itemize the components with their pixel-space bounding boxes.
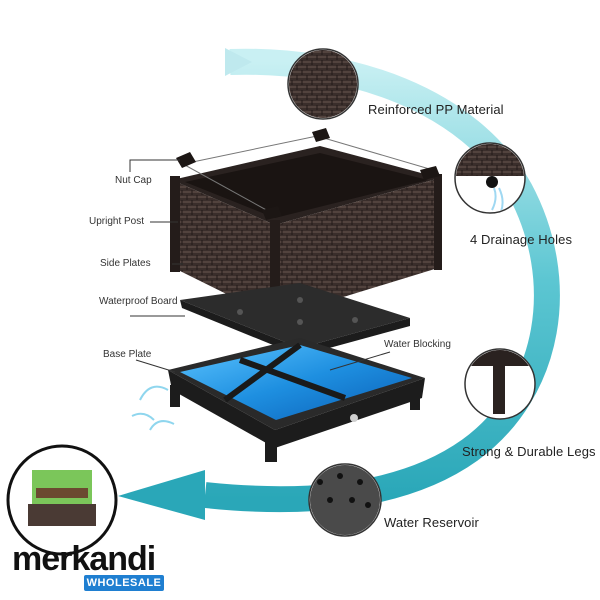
- part-waterproof-board-label: Waterproof Board: [99, 296, 178, 307]
- feature-reinforced-label: Reinforced PP Material: [368, 102, 504, 117]
- part-base-plate-label: Base Plate: [103, 349, 152, 360]
- part-side-plates-label: Side Plates: [100, 258, 151, 269]
- feature-drainage-label: 4 Drainage Holes: [470, 232, 573, 247]
- base-plate: [131, 338, 425, 462]
- leader-lines: [129, 159, 391, 373]
- planter-box: [170, 128, 442, 320]
- drainage-detail-circle: [454, 142, 526, 214]
- feature-reservoir-label: Water Reservoir: [384, 515, 479, 530]
- watermark-sub: WHOLESALE: [84, 575, 164, 591]
- reservoir-detail-circle: [308, 463, 382, 537]
- watermark-brand: merkandi: [12, 540, 156, 578]
- watermark-thumbnail: [6, 444, 118, 556]
- feature-legs-label: Strong & Durable Legs: [462, 444, 596, 459]
- legs-detail-circle: [464, 348, 536, 420]
- part-water-blocking-label: Water Blocking: [384, 339, 451, 350]
- waterproof-board: [180, 283, 410, 356]
- part-upright-post-label: Upright Post: [89, 216, 145, 227]
- reinforced-detail-circle: [287, 48, 359, 120]
- part-nut-cap-label: Nut Cap: [115, 175, 152, 186]
